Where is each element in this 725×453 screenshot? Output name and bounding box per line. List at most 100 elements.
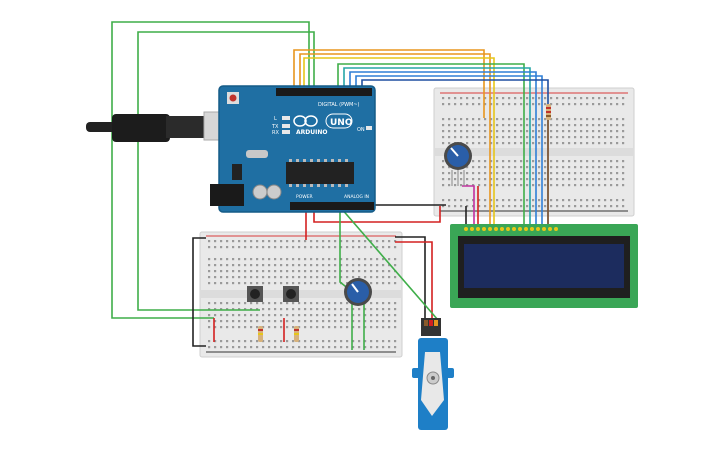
breadboard-hole <box>208 302 211 305</box>
breadboard-hole <box>370 346 373 349</box>
breadboard-hole <box>376 302 379 305</box>
breadboard-hole <box>376 276 379 279</box>
breadboard-hole <box>610 205 613 208</box>
arduino-uno-board[interactable]: L TX RX ON ARDUINO UNO DIGITAL (PWM~) PO… <box>210 85 376 213</box>
breadboard-hole <box>502 166 505 169</box>
breadboard-hole <box>388 326 391 329</box>
breadboard-hole <box>490 172 493 175</box>
breadboard-hole <box>508 166 511 169</box>
servo-motor[interactable] <box>412 318 454 430</box>
resistor-button-2 <box>294 326 299 342</box>
wire-red-servo <box>395 241 433 320</box>
breadboard-hole <box>568 205 571 208</box>
breadboard-hole <box>466 205 469 208</box>
breadboard-hole <box>376 320 379 323</box>
breadboard-hole <box>502 184 505 187</box>
breadboard-hole <box>292 270 295 273</box>
breadboard-hole <box>490 142 493 145</box>
breadboard-hole <box>532 130 535 133</box>
breadboard-hole <box>604 136 607 139</box>
push-button-2[interactable] <box>283 286 299 302</box>
breadboard-hole <box>598 160 601 163</box>
breadboard-hole <box>262 258 265 261</box>
breadboard-hole <box>388 340 391 343</box>
breadboard-hole <box>568 118 571 121</box>
breadboard-hole <box>256 246 259 249</box>
breadboard-hole <box>316 258 319 261</box>
breadboard-hole <box>484 184 487 187</box>
breadboard-hole <box>376 264 379 267</box>
atmega-chip <box>286 162 354 184</box>
usb-cable[interactable] <box>86 111 241 142</box>
breadboard-hole <box>592 124 595 127</box>
breadboard-hole <box>304 270 307 273</box>
breadboard-hole <box>394 246 397 249</box>
breadboard-hole <box>220 282 223 285</box>
breadboard-hole <box>622 178 625 181</box>
breadboard-hole <box>268 308 271 311</box>
breadboard-hole <box>394 240 397 243</box>
lcd-pin <box>476 227 480 231</box>
breadboard-hole <box>568 136 571 139</box>
breadboard-hole <box>610 142 613 145</box>
breadboard-hole <box>274 320 277 323</box>
lcd-16x2-display[interactable] <box>450 224 638 308</box>
breadboard-hole <box>250 346 253 349</box>
potentiometer-lcd-contrast[interactable] <box>444 142 472 186</box>
breadboard-hole <box>226 264 229 267</box>
breadboard-hole <box>310 340 313 343</box>
breadboard-hole <box>256 302 259 305</box>
breadboard-hole <box>472 166 475 169</box>
breadboard-hole <box>502 130 505 133</box>
breadboard-hole <box>268 314 271 317</box>
breadboard-hole <box>562 184 565 187</box>
breadboard-hole <box>514 199 517 202</box>
digital-header[interactable] <box>276 88 372 96</box>
power-analog-header[interactable] <box>290 202 374 210</box>
breadboard-hole <box>280 258 283 261</box>
breadboard-hole <box>358 270 361 273</box>
breadboard-hole <box>550 205 553 208</box>
breadboard-hole <box>220 276 223 279</box>
breadboard-hole <box>262 282 265 285</box>
push-button-1[interactable] <box>247 286 263 302</box>
breadboard-hole <box>622 166 625 169</box>
breadboard-hole <box>550 130 553 133</box>
breadboard-hole <box>526 199 529 202</box>
wire-magenta-lcd <box>462 185 475 228</box>
breadboard-hole <box>502 103 505 106</box>
breadboard-hole <box>322 246 325 249</box>
breadboard-hole <box>598 118 601 121</box>
breadboard-top-right[interactable] <box>433 87 635 217</box>
breadboard-hole <box>514 97 517 100</box>
breadboard-hole <box>310 320 313 323</box>
breadboard-hole <box>526 136 529 139</box>
breadboard-hole <box>238 346 241 349</box>
breadboard-hole <box>274 346 277 349</box>
breadboard-hole <box>568 103 571 106</box>
breadboard-hole <box>580 199 583 202</box>
breadboard-hole <box>538 178 541 181</box>
breadboard-hole <box>256 240 259 243</box>
breadboard-hole <box>520 205 523 208</box>
breadboard-hole <box>562 124 565 127</box>
breadboard-hole <box>226 270 229 273</box>
potentiometer-servo[interactable] <box>344 278 372 306</box>
breadboard-hole <box>352 320 355 323</box>
breadboard-hole <box>610 97 613 100</box>
breadboard-hole <box>502 97 505 100</box>
breadboard-hole <box>490 97 493 100</box>
breadboard-hole <box>622 97 625 100</box>
breadboard-hole <box>232 326 235 329</box>
breadboard-hole <box>382 320 385 323</box>
breadboard-hole <box>310 276 313 279</box>
lcd-pin <box>464 227 468 231</box>
resistor-button-1 <box>258 326 263 342</box>
breadboard-hole <box>622 118 625 121</box>
breadboard-hole <box>448 205 451 208</box>
breadboard-hole <box>382 258 385 261</box>
breadboard-hole <box>220 302 223 305</box>
breadboard-hole <box>616 130 619 133</box>
breadboard-hole <box>496 199 499 202</box>
breadboard-hole <box>334 308 337 311</box>
